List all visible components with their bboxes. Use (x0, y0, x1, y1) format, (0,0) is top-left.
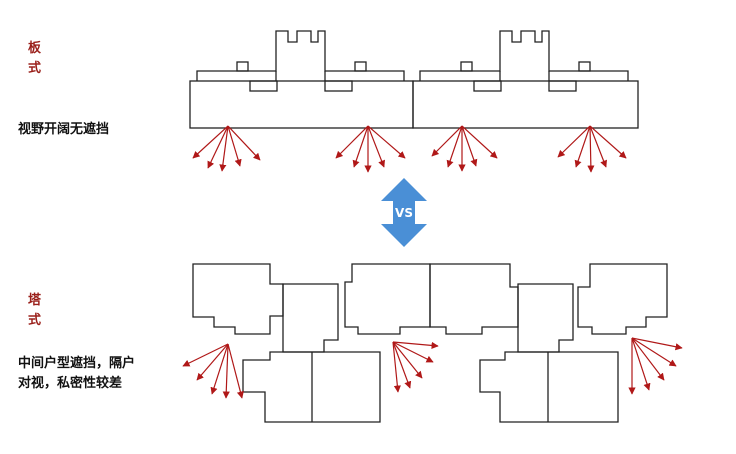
tower-building-plan (192, 263, 668, 423)
slab-description: 视野开阔无遮挡 (18, 121, 109, 137)
slab-label-line2: 式 (28, 60, 41, 76)
slab-label-line1: 板 (28, 40, 42, 56)
vs-double-arrow: VS (381, 178, 427, 247)
tower-description-line2: 对视，私密性较差 (18, 375, 122, 391)
tower-description-line1: 中间户型遮挡，隔户 (18, 355, 135, 371)
tower-label-line1: 塔 (28, 292, 42, 308)
vs-label: VS (395, 206, 413, 220)
tower-sight-arrows (182, 337, 683, 399)
tower-label-line2: 式 (28, 312, 41, 328)
slab-building-plan (189, 30, 639, 129)
slab-sight-arrows (192, 125, 627, 173)
